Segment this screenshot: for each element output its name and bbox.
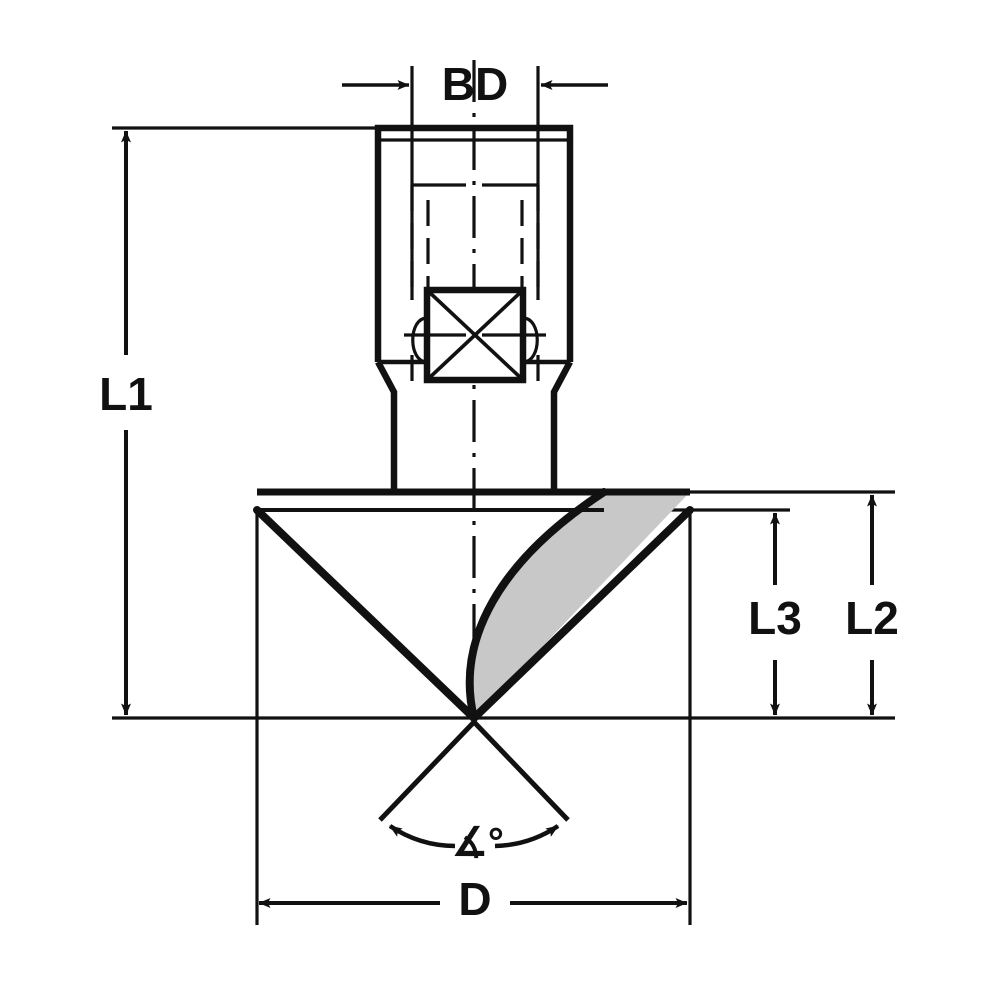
shank-shoulder-left: [375, 360, 398, 492]
square-drive-detail: [404, 286, 546, 384]
head-bevel-left: [253, 506, 478, 722]
shank-shoulder-right: [550, 360, 573, 492]
hidden-bore-lines: [410, 185, 540, 382]
drive-diagonal-b: [425, 288, 525, 382]
dimension-label-d: D: [458, 873, 491, 925]
cutting-head: [253, 488, 694, 722]
dimension-label-l1: L1: [99, 368, 153, 420]
dimension-label-bd: BD: [442, 58, 508, 110]
shank-outline: [374, 124, 574, 362]
angle-leader-left: [378, 720, 476, 822]
angle-arc-right: [494, 824, 560, 849]
angle-leader-right: [472, 720, 570, 822]
angle-arc-left: [388, 824, 456, 849]
dimension-label-l2: L2: [845, 592, 899, 644]
flute-cutting-edge: [465, 488, 608, 722]
dimension-label-angle: ∡°: [452, 821, 504, 865]
head-bevel-right: [470, 506, 694, 722]
dimension-angle: [378, 720, 570, 849]
dimension-label-l3: L3: [748, 592, 802, 644]
flute-shaded-region: [469, 492, 690, 718]
